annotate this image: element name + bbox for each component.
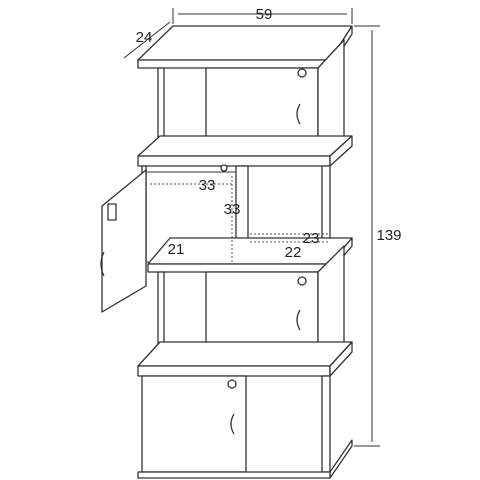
tier-3-door-handle-icon <box>296 309 301 331</box>
tier-4-open-bay <box>245 375 331 473</box>
open-door-latch-icon <box>107 203 117 221</box>
top-panel-surface <box>137 25 353 61</box>
open-door-handle-icon <box>100 251 105 277</box>
tier-1-door-handle-icon <box>296 103 301 125</box>
base-plinth <box>137 471 331 479</box>
top-panel-front <box>137 59 331 69</box>
open-door <box>101 169 147 313</box>
tier-1-door-lock-icon <box>297 68 307 78</box>
label-shelf-height: 23 <box>303 230 320 247</box>
label-inner-depth: 21 <box>168 241 185 258</box>
tier-3-door-lock-icon <box>297 276 307 286</box>
label-height: 139 <box>376 227 401 244</box>
label-depth: 24 <box>136 29 153 46</box>
label-width: 59 <box>256 6 273 23</box>
label-inner-height: 33 <box>224 201 241 218</box>
tier-4-door-handle-icon <box>230 413 235 435</box>
dimension-labels: 59 24 139 33 33 21 22 23 <box>136 6 402 261</box>
inner-measure-lines <box>150 176 330 262</box>
tier-4 <box>137 375 353 479</box>
tier-4-base-side <box>329 439 353 479</box>
tier-4-right-post <box>321 375 331 473</box>
shelf-4-board <box>137 341 353 377</box>
tier-2-lock-icon <box>220 164 228 172</box>
tier-4-door-lock-icon <box>227 379 237 389</box>
label-inner-width: 33 <box>199 177 216 194</box>
shelf-2-board <box>137 135 353 167</box>
tier-4-door <box>141 375 247 473</box>
outer-dimension-lines <box>123 8 380 447</box>
label-shelf-depth: 22 <box>285 244 302 261</box>
